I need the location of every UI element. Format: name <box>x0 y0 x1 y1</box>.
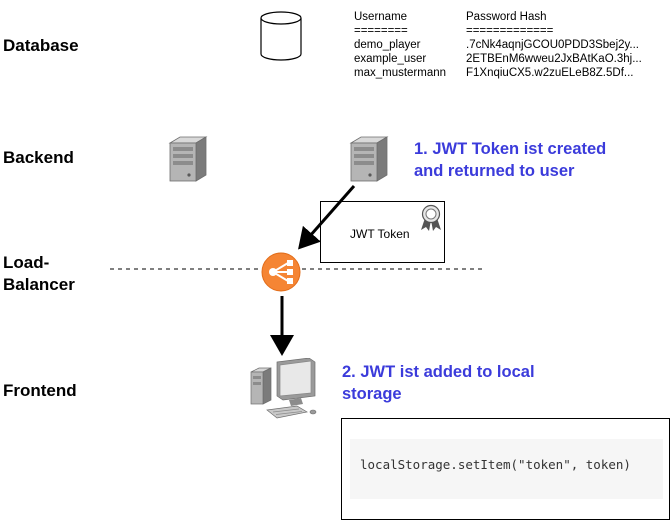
jwt-token-box: JWT Token <box>320 201 445 263</box>
table-header-row: Username Password Hash <box>354 10 666 24</box>
cell-password-hash: .7cNk4aqnjGCOU0PDD3Sbej2y... <box>466 39 639 51</box>
jwt-token-label: JWT Token <box>350 227 410 241</box>
table-row: demo_player .7cNk4aqnjGCOU0PDD3Sbej2y... <box>354 38 666 52</box>
desktop-computer-icon <box>250 358 317 419</box>
layer-label-frontend: Frontend <box>3 381 77 400</box>
cell-username: max_mustermann <box>354 67 447 79</box>
cell-password-hash: 2ETBEnM6wweu2JxBAtKaO.3hj... <box>466 53 642 65</box>
layer-label-database: Database <box>3 36 79 55</box>
database-cylinder-icon <box>260 11 302 61</box>
column-header-password-hash: Password Hash <box>466 11 547 23</box>
cell-username: example_user <box>354 53 427 65</box>
server-icon <box>349 136 389 182</box>
table-row: example_user 2ETBEnM6wweu2JxBAtKaO.3hj..… <box>354 52 666 66</box>
separator-password-hash: ============= <box>466 25 554 37</box>
load-balancer-icon <box>261 252 301 292</box>
step1-annotation-line1: 1. JWT Token ist created <box>414 140 607 158</box>
code-block: localStorage.setItem("token", token) <box>350 439 663 499</box>
layer-label-load-balancer-line1: Load- <box>3 253 50 272</box>
step2-annotation: 2. JWT ist added to local storage <box>342 361 535 405</box>
cell-password-hash: F1XnqiuCX5.w2zuELeB8Z.5Df... <box>466 67 634 79</box>
step1-annotation: 1. JWT Token ist created and returned to… <box>414 138 606 182</box>
cell-username: demo_player <box>354 39 421 51</box>
layer-label-load-balancer: Load- Balancer <box>3 252 75 296</box>
arrow-backend-to-load-balancer <box>298 185 356 250</box>
user-table: Username Password Hash ======== ========… <box>354 10 666 80</box>
code-snippet-box: localStorage.setItem("token", token) <box>341 418 670 520</box>
separator-username: ======== <box>354 25 408 37</box>
table-separator-row: ======== ============= <box>354 24 666 38</box>
server-icon <box>168 136 208 182</box>
step1-annotation-line2: and returned to user <box>414 162 575 180</box>
step2-annotation-line1: 2. JWT ist added to local <box>342 363 535 381</box>
layer-label-backend: Backend <box>3 148 74 167</box>
code-text: localStorage.setItem("token", token) <box>360 457 631 472</box>
certificate-ribbon-icon <box>421 204 441 231</box>
step2-annotation-line2: storage <box>342 385 402 403</box>
layer-label-load-balancer-line2: Balancer <box>3 275 75 294</box>
table-row: max_mustermann F1XnqiuCX5.w2zuELeB8Z.5Df… <box>354 66 666 80</box>
column-header-username: Username <box>354 11 408 23</box>
